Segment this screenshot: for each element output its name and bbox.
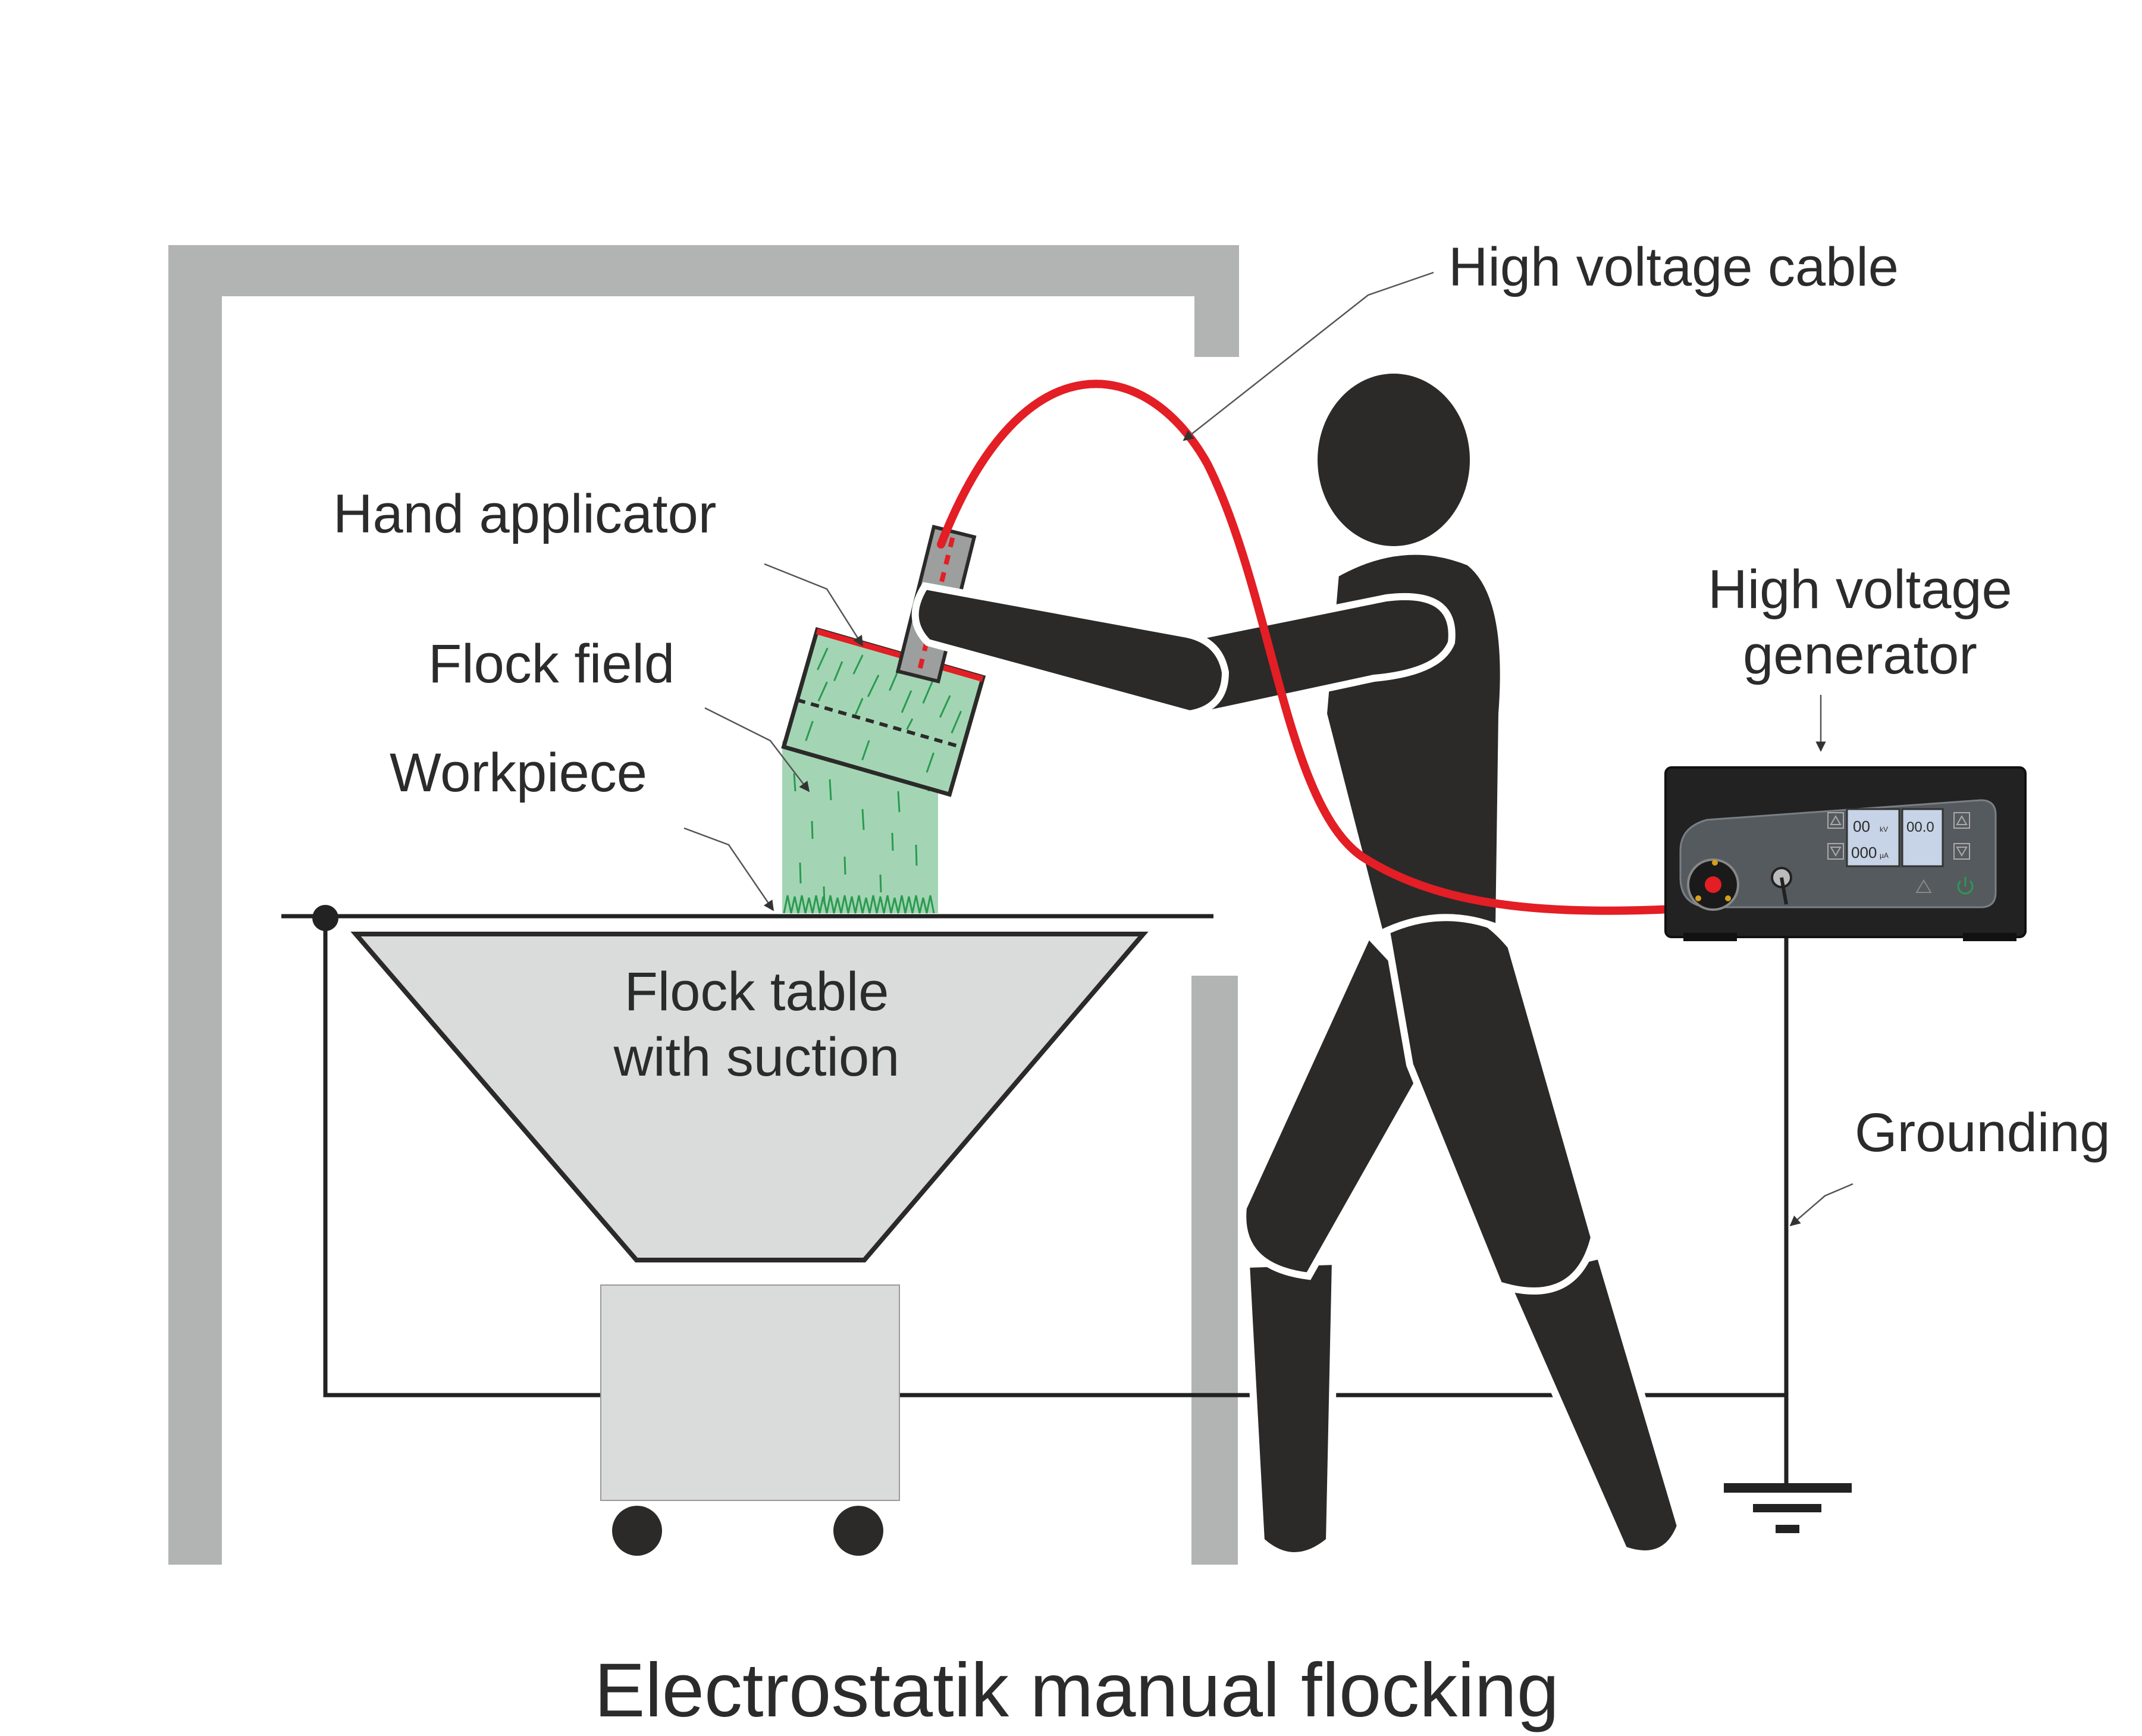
flock-table-hopper (350, 932, 1149, 1262)
ua-unit: µA (1880, 851, 1889, 860)
display-right (1901, 808, 1944, 867)
suction-unit (600, 1284, 900, 1501)
operator-figure (911, 374, 1685, 1559)
kv-value: 00 (1853, 817, 1870, 835)
ground-junction (312, 905, 338, 931)
kv-unit: kV (1880, 825, 1888, 833)
ground-symbol-icon (1724, 1483, 1852, 1533)
label-hv-generator-line2: generator (1743, 625, 1977, 685)
warning-icon (1915, 879, 1932, 893)
display-left (1846, 808, 1900, 867)
flock-booth (168, 245, 1239, 1565)
up-arrow-icon[interactable] (1827, 812, 1844, 829)
label-hand-applicator: Hand applicator (333, 484, 716, 544)
wheel-right (833, 1506, 883, 1556)
down-arrow-right-icon[interactable] (1953, 843, 1970, 860)
ua-value: 000 (1851, 844, 1877, 861)
down-arrow-icon[interactable] (1827, 843, 1844, 860)
label-workpiece: Workpiece (390, 742, 647, 803)
labels: High voltage cable Hand applicator Flock… (333, 237, 2110, 1733)
up-arrow-right-icon[interactable] (1953, 812, 1970, 829)
high-voltage-cable (937, 380, 1711, 915)
power-icon[interactable] (1957, 877, 1974, 895)
label-high-voltage-cable: High voltage cable (1448, 237, 1899, 297)
booth-right-wall-lower (1191, 976, 1238, 1565)
label-hv-generator-line1: High voltage (1708, 559, 2012, 620)
wheel-left (612, 1506, 662, 1556)
label-flock-table-line1: Flock table (625, 961, 889, 1022)
diagram-title: Electrostatik manual flocking (594, 1648, 1559, 1733)
right-display-value: 00.0 (1906, 819, 1934, 835)
high-voltage-generator: 00 kV 000 µA 00.0 (1664, 766, 2027, 941)
label-flock-field: Flock field (428, 634, 675, 694)
label-grounding: Grounding (1855, 1102, 2110, 1163)
label-flock-table-line2: with suction (613, 1027, 900, 1088)
leader-lines (683, 271, 1854, 1227)
flock-table (350, 932, 1149, 1556)
